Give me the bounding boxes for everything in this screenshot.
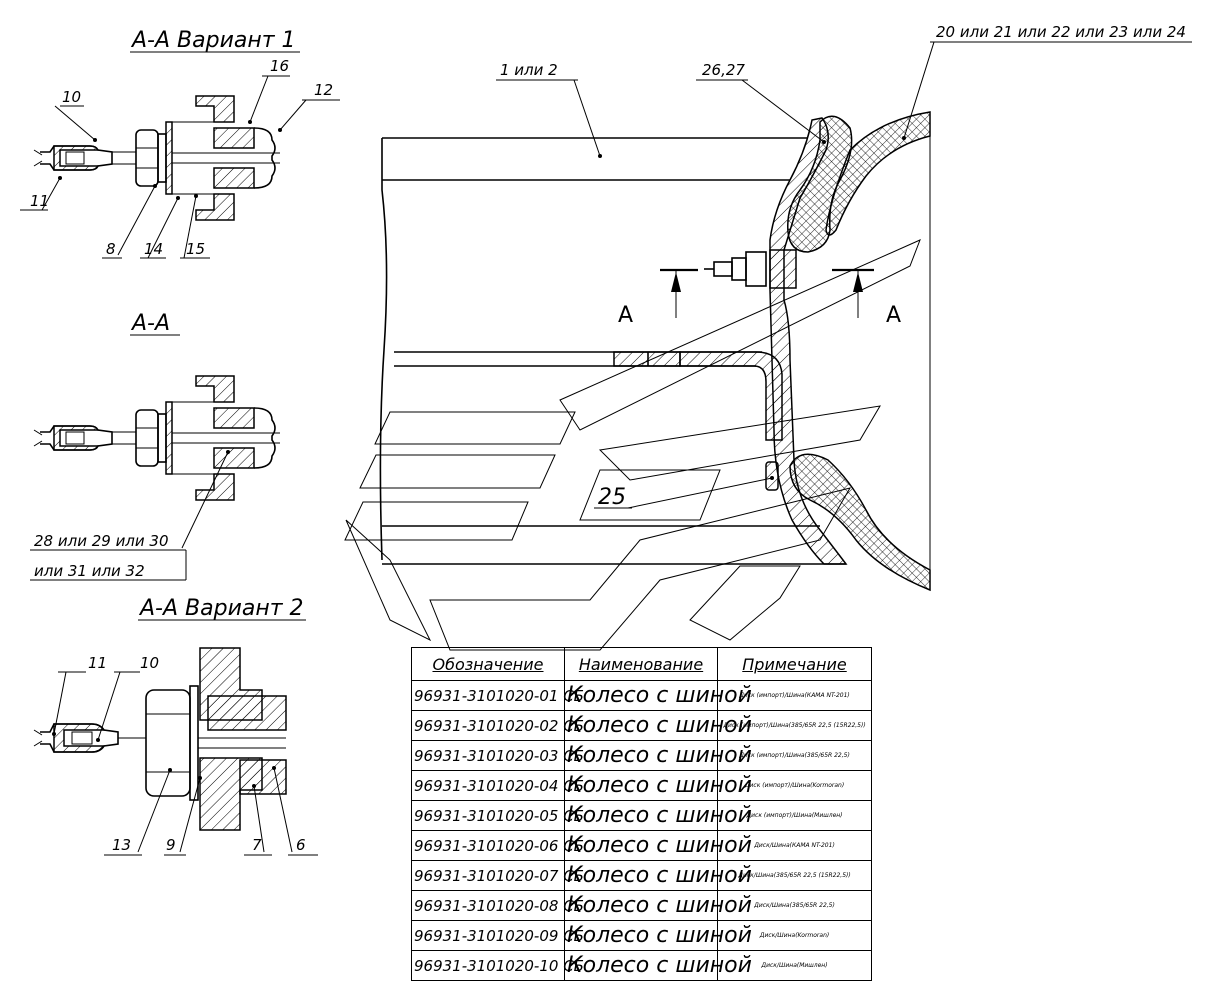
view-variant-2-title: А-А Вариант 2 — [138, 596, 304, 621]
cell-designation: 96931-3101020-04 СБ — [411, 770, 584, 801]
cell-note: Диск/Шина(КАМА NT-201) — [717, 830, 872, 861]
v2-callout-9: 9 — [166, 836, 176, 854]
specification-table: Обозначение Наименование Примечание 9693… — [411, 647, 872, 981]
wheel-main-view: А А 1 или 2 26,27 20 или 21 или 22 или 2… — [344, 23, 1192, 651]
cell-designation: 96931-3101020-06 СБ — [411, 830, 584, 861]
cell-note: Диск/Шина(Мишлен) — [717, 950, 872, 981]
cell-note: Диск (импорт)/Шина(Мишлен) — [717, 800, 872, 831]
cell-name: Колесо с шиной — [564, 710, 752, 741]
callout-11: 11 — [30, 192, 49, 210]
v2-callout-11: 11 — [88, 654, 107, 672]
cell-name: Колесо с шиной — [564, 800, 752, 831]
view-variant-1: А-А Вариант 1 10 11 8 14 15 16 12 — [20, 28, 340, 259]
cell-designation: 96931-3101020-08 СБ — [411, 890, 584, 921]
callout-15: 15 — [186, 240, 205, 258]
cell-designation: 96931-3101020-02 СБ — [411, 710, 584, 741]
view-variant-1-title: А-А Вариант 1 — [130, 28, 296, 53]
cell-designation: 96931-3101020-09 СБ — [411, 920, 584, 951]
cell-designation: 96931-3101020-01 СБ — [411, 680, 584, 711]
callout-1-or-2: 1 или 2 — [500, 61, 558, 79]
cell-name: Колесо с шиной — [564, 920, 752, 951]
cell-name: Колесо с шиной — [564, 890, 752, 921]
v2-callout-7: 7 — [252, 836, 262, 854]
section-mark-left: А — [618, 303, 633, 328]
cell-name: Колесо с шиной — [564, 950, 752, 981]
header-name: Наименование — [564, 647, 718, 681]
cell-note: Диск (импорт)/Шина(385/65R 22,5) — [717, 740, 872, 771]
callout-16: 16 — [270, 57, 289, 75]
callout-28-32-line2: или 31 или 32 — [34, 562, 145, 580]
cell-designation: 96931-3101020-05 СБ — [411, 800, 584, 831]
cell-designation: 96931-3101020-03 СБ — [411, 740, 584, 771]
v2-callout-13: 13 — [112, 836, 131, 854]
section-mark-right: А — [886, 303, 901, 328]
cell-name: Колесо с шиной — [564, 830, 752, 861]
v2-callout-6: 6 — [296, 836, 306, 854]
callout-14: 14 — [144, 240, 163, 258]
cell-name: Колесо с шиной — [564, 740, 752, 771]
cell-name: Колесо с шиной — [564, 680, 752, 711]
callout-28-32-line1: 28 или 29 или 30 — [34, 532, 169, 550]
cell-designation: 96931-3101020-10 СБ — [411, 950, 584, 981]
view-variant-2: А-А Вариант 2 11 10 13 9 7 — [33, 596, 318, 856]
callout-10: 10 — [62, 88, 81, 106]
table-header-row: Обозначение Наименование Примечание — [411, 647, 872, 681]
cell-name: Колесо с шиной — [564, 860, 752, 891]
callout-8: 8 — [106, 240, 116, 258]
callout-25: 25 — [598, 485, 626, 510]
header-note: Примечание — [717, 647, 872, 681]
cell-designation: 96931-3101020-07 СБ — [411, 860, 584, 891]
view-aa-title: А-А — [130, 311, 170, 336]
callout-20-24: 20 или 21 или 22 или 23 или 24 — [936, 23, 1186, 41]
view-section-aa: А-А 28 или 29 или 30 или 31 или 32 — [30, 311, 281, 581]
callout-26-27: 26,27 — [702, 61, 745, 79]
header-designation: Обозначение — [411, 647, 565, 681]
v2-callout-10: 10 — [140, 654, 159, 672]
cell-name: Колесо с шиной — [564, 770, 752, 801]
cell-note: Диск/Шина(Kormoran) — [717, 920, 872, 951]
callout-12: 12 — [314, 81, 333, 99]
